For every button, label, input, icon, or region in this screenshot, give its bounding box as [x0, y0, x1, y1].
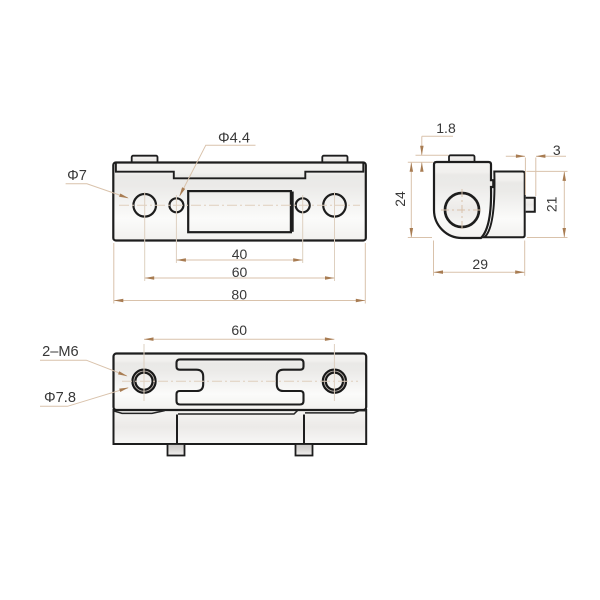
- svg-text:40: 40: [232, 246, 248, 262]
- svg-text:Φ7.8: Φ7.8: [44, 390, 76, 406]
- svg-text:Φ7: Φ7: [67, 168, 87, 184]
- svg-text:3: 3: [553, 142, 561, 158]
- svg-text:60: 60: [232, 264, 248, 280]
- svg-text:60: 60: [231, 322, 247, 338]
- svg-text:Φ4.4: Φ4.4: [218, 130, 250, 146]
- svg-text:29: 29: [472, 256, 488, 272]
- svg-text:80: 80: [231, 286, 247, 302]
- svg-text:1.8: 1.8: [436, 120, 456, 136]
- svg-text:2–M6: 2–M6: [42, 344, 79, 360]
- svg-text:24: 24: [392, 191, 408, 207]
- svg-text:21: 21: [544, 196, 560, 212]
